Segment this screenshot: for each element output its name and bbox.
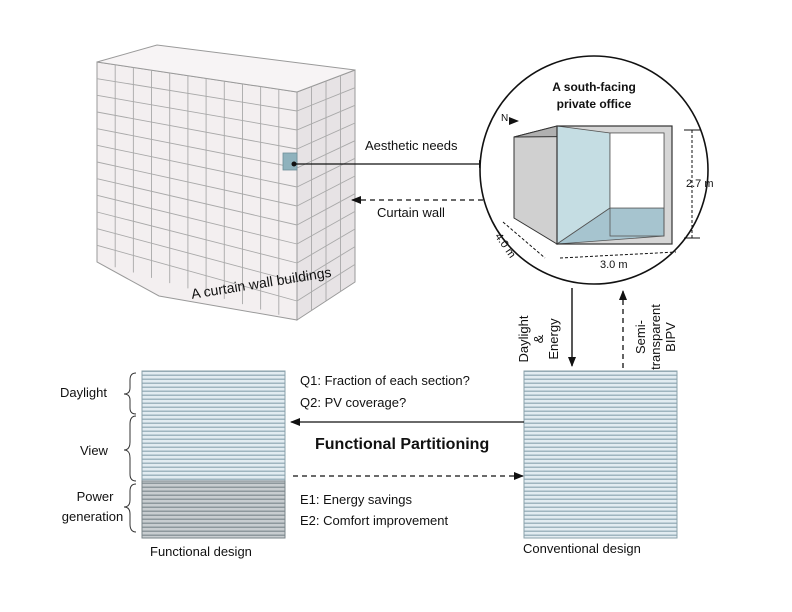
semi-transparent-bipv-label: Semi- transparent BIPV [633,304,678,370]
depth-dim-line [502,221,546,259]
building-grid [96,64,356,315]
grid-line [96,144,298,188]
curtain-wall-building [96,44,356,321]
grid-line [96,78,298,112]
functional-power-area [141,480,286,539]
curtain-wall-label: Curtain wall [377,205,445,220]
grid-line [96,228,298,283]
view-brace [123,415,137,482]
grid-line [296,87,356,112]
functional-design-panel [123,370,286,539]
grid-line [96,111,298,150]
grid-line [296,157,356,188]
highlighted-office-cell [282,152,298,171]
grid-line [296,122,356,150]
grid-line [96,178,298,226]
conventional-design-panel [523,370,678,539]
grid-line [296,175,356,207]
office-illustration [479,55,709,285]
grid-line [96,244,298,302]
functional-view-daylight-area [141,370,286,482]
grid-line [296,210,356,245]
grid-line [296,263,356,302]
grid-line [296,228,356,264]
north-label: N [501,113,509,124]
office-title-line1: A south-facing [552,80,636,94]
evaluation-1: E1: Energy savings [300,492,413,507]
conventional-design-caption: Conventional design [523,541,641,556]
office-title-line2: private office [556,97,632,111]
grid-line [96,194,298,245]
question-1: Q1: Fraction of each section? [300,373,470,388]
width-dim-line [559,251,677,259]
height-dim-label: 2.7 m [686,178,714,190]
functional-partitioning-label: Functional Partitioning [315,436,490,453]
grid-line [96,128,298,169]
functional-design-caption: Functional design [150,544,252,559]
building-top-face [96,44,356,93]
office-frame-edge [556,125,673,245]
power-brace [123,483,137,533]
evaluation-2: E2: Comfort improvement [300,513,449,528]
width-dim-label: 3.0 m [600,259,628,271]
grid-line [296,246,356,283]
power-section-label-line2: generation [61,509,124,524]
question-2: Q2: PV coverage? [300,395,407,410]
grid-line [296,193,356,226]
power-section-label-line1: Power [76,489,114,504]
daylight-energy-label: Daylight & Energy [516,315,561,363]
view-section-label: View [80,443,108,458]
grid-line [96,211,298,264]
grid-line [296,104,356,131]
grid-line [96,161,298,207]
daylight-section-label: Daylight [60,385,107,400]
office-glass-right [609,132,665,209]
daylight-brace [123,372,137,415]
grid-line [96,94,298,131]
aesthetic-needs-label: Aesthetic needs [365,138,458,153]
